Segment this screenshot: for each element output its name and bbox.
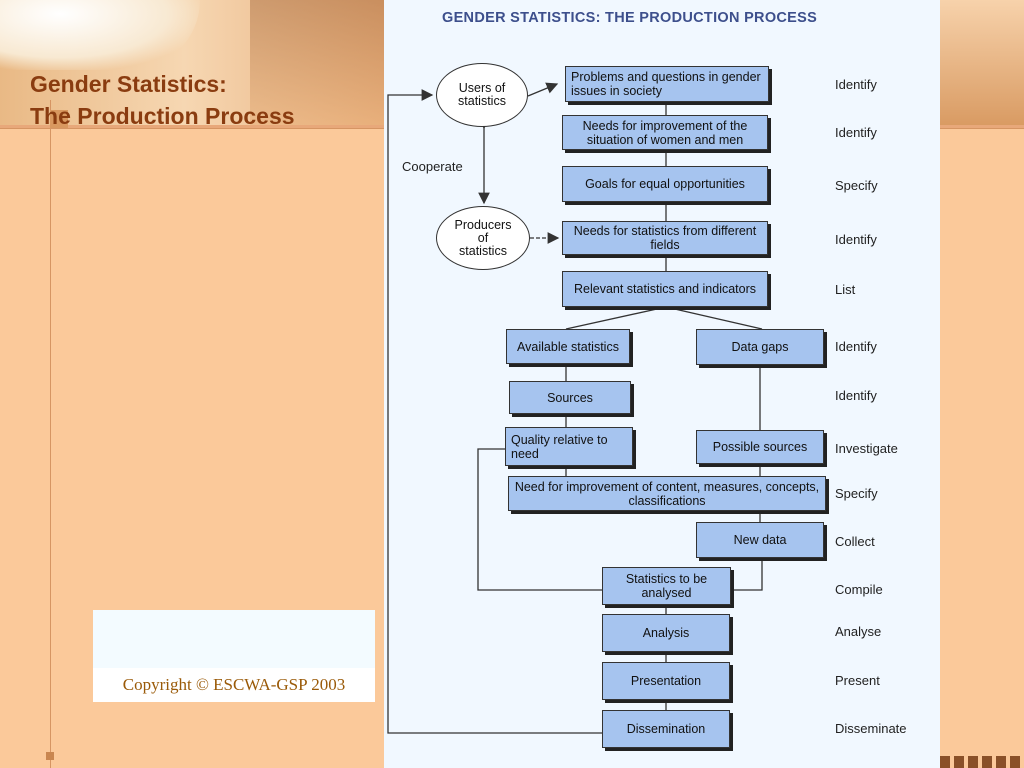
action-label: Compile bbox=[835, 582, 883, 597]
box-needs-statistics: Needs for statistics from different fiel… bbox=[562, 221, 768, 255]
box-sources: Sources bbox=[509, 381, 631, 414]
coffee-cup-decoration bbox=[0, 0, 200, 70]
action-label: Analyse bbox=[835, 624, 882, 639]
box-analysis: Analysis bbox=[602, 614, 730, 652]
action-label: Identify bbox=[835, 339, 877, 354]
box-relevant-statistics: Relevant statistics and indicators bbox=[562, 271, 768, 307]
action-label: Identify bbox=[835, 77, 877, 92]
copyright-text: Copyright © ESCWA-GSP 2003 bbox=[93, 668, 375, 702]
copyright-box: Copyright © ESCWA-GSP 2003 bbox=[93, 610, 375, 702]
action-label: Identify bbox=[835, 388, 877, 403]
box-quality: Quality relative to need bbox=[505, 427, 633, 466]
producers-of-statistics-oval: Producers of statistics bbox=[436, 206, 530, 270]
connector-feedback-loop bbox=[387, 89, 602, 734]
box-new-data: New data bbox=[696, 522, 824, 558]
box-goals: Goals for equal opportunities bbox=[562, 166, 768, 202]
box-possible-sources: Possible sources bbox=[696, 430, 824, 464]
box-presentation: Presentation bbox=[602, 662, 730, 700]
box-data-gaps: Data gaps bbox=[696, 329, 824, 365]
connector-relevant-gaps bbox=[665, 306, 763, 330]
arrow-users-problems bbox=[527, 82, 559, 97]
action-label: Collect bbox=[835, 534, 875, 549]
corner-square-decoration bbox=[46, 752, 54, 760]
action-label: Specify bbox=[835, 486, 878, 501]
cooperate-label: Cooperate bbox=[402, 159, 463, 174]
title-square-decoration bbox=[50, 110, 68, 128]
action-label: Disseminate bbox=[835, 721, 907, 736]
box-dissemination: Dissemination bbox=[602, 710, 730, 748]
hand-decoration bbox=[250, 0, 390, 125]
action-label: Identify bbox=[835, 232, 877, 247]
box-statistics-to-be-analysed: Statistics to be analysed bbox=[602, 567, 731, 605]
action-label: Investigate bbox=[835, 441, 898, 456]
box-available-statistics: Available statistics bbox=[506, 329, 630, 364]
diagram-title: GENDER STATISTICS: THE PRODUCTION PROCES… bbox=[442, 10, 818, 26]
connector-quality-loop bbox=[477, 448, 602, 591]
slide-title-line1: Gender Statistics: bbox=[30, 71, 227, 97]
slide-title: Gender Statistics: The Production Proces… bbox=[30, 68, 370, 132]
connector-relevant-available bbox=[565, 306, 667, 330]
connector-newdata-tobeanalysed bbox=[731, 558, 763, 591]
vertical-guide-line bbox=[50, 100, 51, 768]
action-label: Present bbox=[835, 673, 880, 688]
slide-title-line2: The Production Process bbox=[30, 103, 295, 129]
action-label: Specify bbox=[835, 178, 878, 193]
right-photo-decoration bbox=[940, 0, 1024, 125]
diagram-connectors bbox=[387, 82, 763, 734]
users-of-statistics-oval: Users of statistics bbox=[436, 63, 528, 127]
box-needs-improvement: Needs for improvement of the situation o… bbox=[562, 115, 768, 150]
action-label: List bbox=[835, 282, 856, 297]
box-need-improvement-content: Need for improvement of content, measure… bbox=[508, 476, 826, 511]
diagram-panel: GENDER STATISTICS: THE PRODUCTION PROCES… bbox=[384, 0, 940, 768]
bottom-dash-decoration bbox=[940, 756, 1024, 768]
box-problems: Problems and questions in gender issues … bbox=[565, 66, 769, 102]
action-label: Identify bbox=[835, 125, 877, 140]
